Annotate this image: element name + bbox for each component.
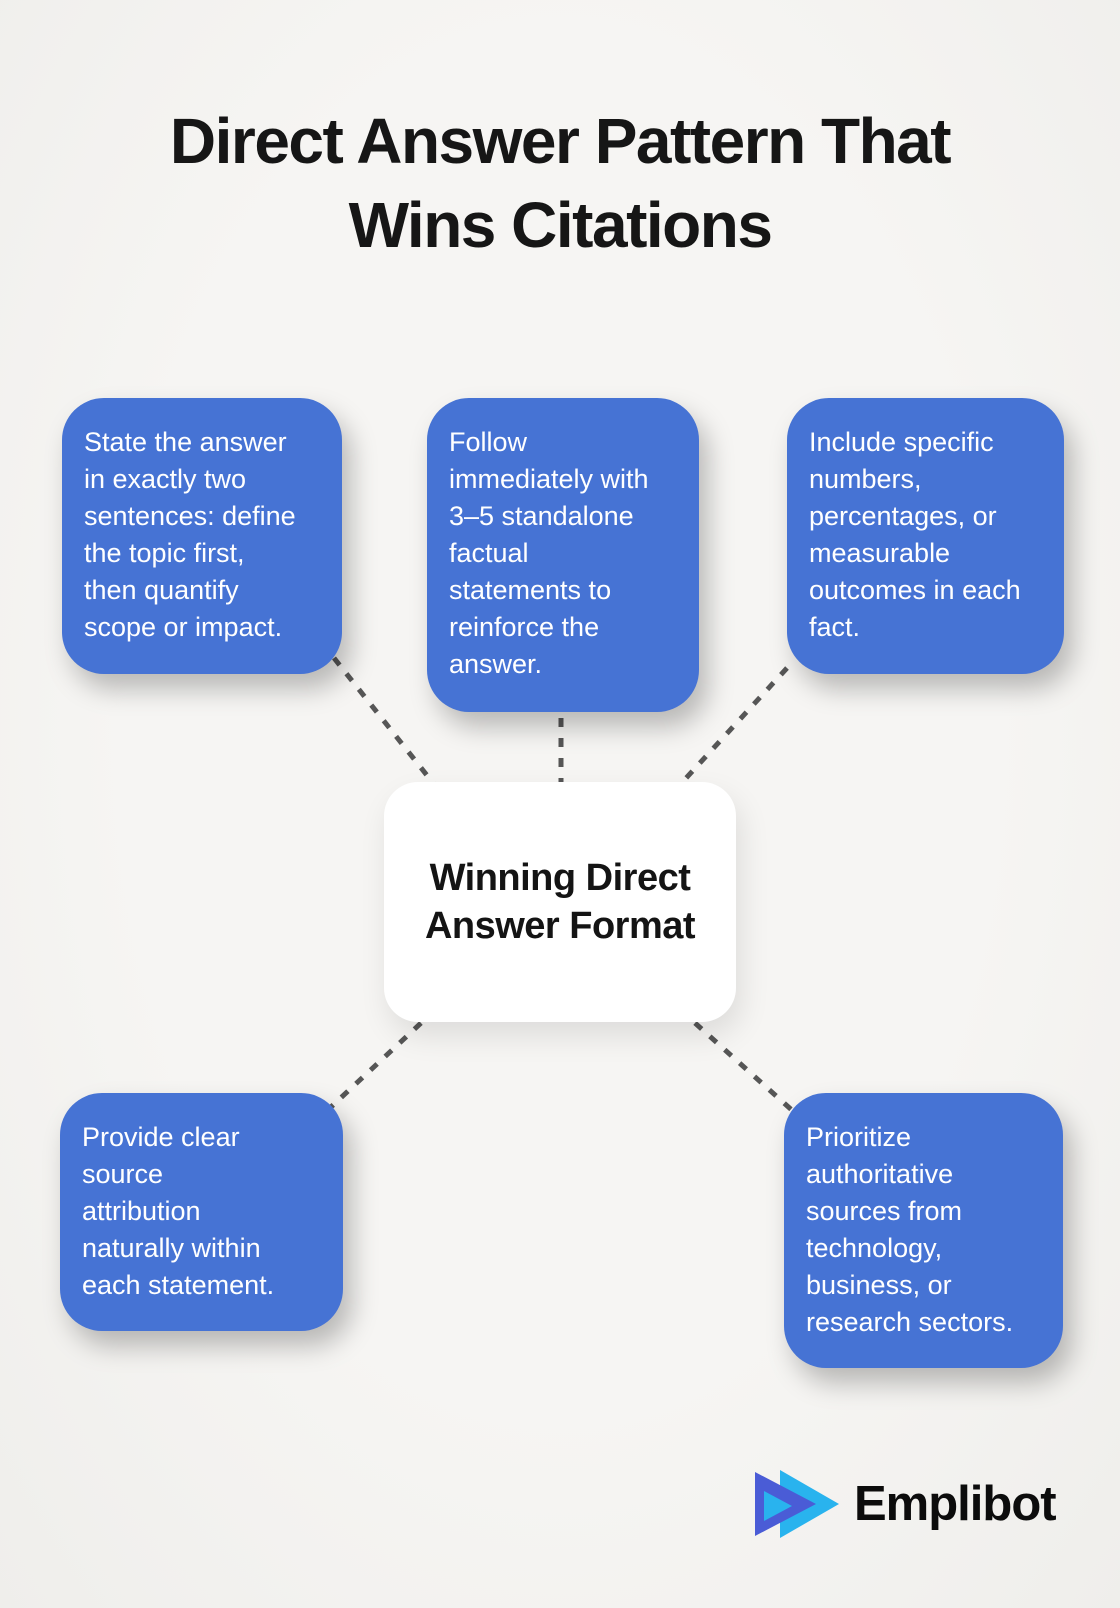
node-top-middle: Follow immediately with 3–5 standalone f… — [427, 398, 699, 712]
emplibot-logo-text: Emplibot — [854, 1477, 1057, 1531]
node-top-left: State the answer in exactly two sentence… — [62, 398, 342, 674]
connector-bottom-right — [693, 1021, 796, 1114]
node-text: State the answer in exactly two sentence… — [84, 427, 296, 642]
logo-inner-triangle — [764, 1491, 792, 1521]
node-text: Follow immediately with 3–5 standalone f… — [449, 427, 649, 679]
node-bottom-left: Provide clear source attribution natural… — [60, 1093, 343, 1331]
node-text: Provide clear source attribution natural… — [82, 1122, 275, 1300]
emplibot-logo: Emplibot — [754, 1470, 1057, 1538]
node-top-right: Include specific numbers, percentages, o… — [787, 398, 1064, 674]
node-text: Include specific numbers, percentages, o… — [809, 427, 1021, 642]
page-title: Direct Answer Pattern That Wins Citation… — [169, 105, 952, 261]
connector-top-right — [675, 666, 789, 790]
connector-top-left — [332, 656, 439, 790]
node-bottom-right: Prioritize authoritative sources from te… — [784, 1093, 1063, 1368]
center-node: Winning Direct Answer Format — [384, 782, 736, 1022]
node-text: Prioritize authoritative sources from te… — [806, 1122, 1014, 1337]
connector-bottom-left — [329, 1021, 423, 1109]
double-play-triangle-icon — [755, 1470, 839, 1538]
center-node-label: Winning Direct Answer Format — [424, 857, 696, 947]
